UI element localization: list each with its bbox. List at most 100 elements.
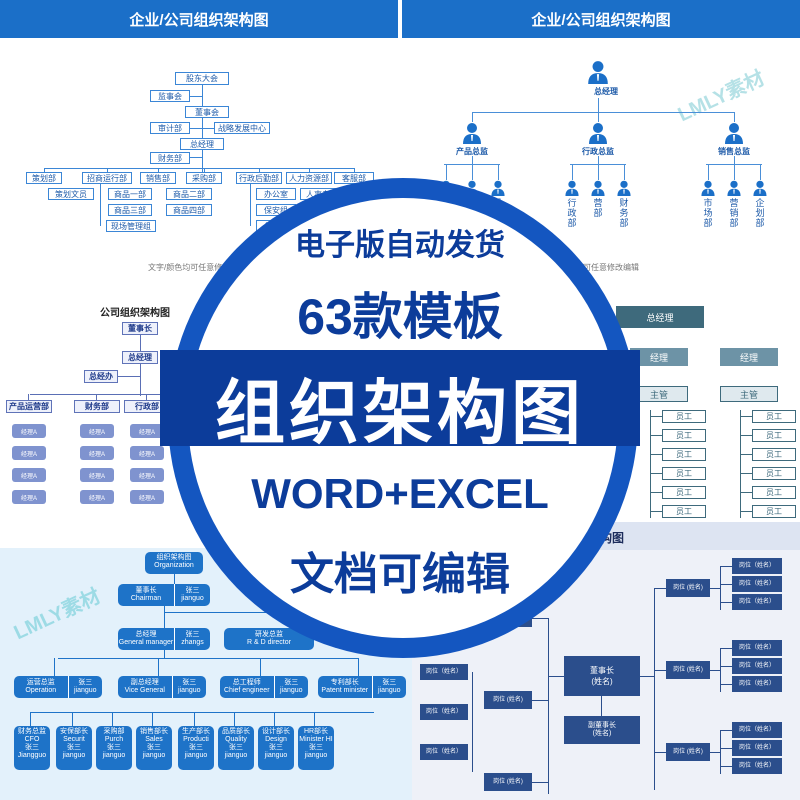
- node-level3-person: 张三 jianguo: [273, 676, 308, 698]
- connector-line: [720, 602, 732, 603]
- connector-line: [54, 658, 55, 676]
- connector-line: [720, 666, 732, 667]
- node-chairman: 董事会: [185, 106, 229, 118]
- connector-line: [654, 588, 655, 790]
- connector-line: [760, 164, 761, 180]
- node-staff: 员工: [662, 467, 706, 480]
- connector-line: [194, 712, 195, 726]
- node-staff: 经理A: [12, 468, 46, 482]
- connector-line: [190, 128, 202, 129]
- node-staff: 员工: [752, 429, 796, 442]
- node-staff: 员工: [662, 448, 706, 461]
- connector-line: [146, 394, 147, 402]
- connector-line: [472, 164, 473, 180]
- person-icon: [752, 180, 768, 196]
- connector-line: [158, 658, 159, 676]
- node-staff: 员工: [662, 429, 706, 442]
- bracket-tick: [740, 416, 752, 417]
- node-manager: 经理: [720, 348, 778, 366]
- node-staff: 经理A: [12, 446, 46, 460]
- bracket-tick: [650, 416, 662, 417]
- director-title: 产品总监: [456, 147, 488, 156]
- overlay-banner-bar: [160, 350, 640, 446]
- director-title: 销售总监: [718, 147, 750, 156]
- node-post: 岗位（姓名）: [732, 658, 782, 674]
- node-staff: 经理A: [130, 424, 164, 438]
- person-icon: [587, 122, 609, 144]
- node-level4: 采购部 Purch 张三 jianguo: [96, 726, 132, 770]
- bracket-tick: [650, 435, 662, 436]
- node-dept: 人力资源部: [286, 172, 332, 184]
- panel-top-right-watermark: LMLY素材: [674, 67, 768, 127]
- node-chairman-role: 董事长 Chairman: [130, 587, 162, 602]
- overlay-banner-text: 组织架构图: [215, 374, 585, 452]
- node-staff: 经理A: [80, 468, 114, 482]
- staff-label: 营部: [593, 198, 603, 218]
- node-level4: 品质部长 Quality 张三 jianguo: [218, 726, 254, 770]
- node-post: 岗位 (姓名): [484, 773, 532, 791]
- connector-line: [532, 782, 548, 783]
- connector-line: [158, 168, 159, 172]
- connector-line: [640, 676, 654, 677]
- connector-line: [190, 96, 202, 97]
- node-office: 总经办: [84, 370, 118, 383]
- node-chairman: 董事长 (姓名): [564, 656, 640, 696]
- node-post: 岗位（姓名）: [732, 758, 782, 774]
- node-post: 岗位（姓名）: [732, 676, 782, 692]
- node-level3-role: 副总经理 Vice General: [124, 679, 165, 694]
- connector-line: [472, 112, 734, 113]
- node-dept: 策划部: [26, 172, 62, 184]
- node-staff: 员工: [662, 505, 706, 518]
- staff-label: 财务部: [619, 198, 629, 228]
- connector-line: [710, 588, 720, 589]
- panel-top-left-title: 企业/公司组织架构图: [0, 0, 398, 38]
- node-post: 岗位（姓名）: [732, 640, 782, 656]
- connector-line: [734, 164, 735, 180]
- node-staff: 员工: [752, 410, 796, 423]
- node-dept: 采购部: [186, 172, 222, 184]
- node-chairman: 董事长 Chairman 张三 jianguo: [118, 584, 210, 606]
- node-post: 岗位（姓名）: [420, 744, 468, 760]
- connector-line: [314, 712, 315, 726]
- connector-line: [358, 658, 359, 676]
- connector-line: [204, 168, 205, 172]
- bracket-tick: [650, 473, 662, 474]
- node-gm: 总经理: [180, 138, 224, 150]
- node-staff: 员工: [752, 448, 796, 461]
- staff-label: 营销部: [729, 198, 739, 228]
- node-chairman-person: 张三 jianguo: [174, 584, 210, 606]
- node-post: 岗位（姓名）: [732, 594, 782, 610]
- connector-line: [274, 712, 275, 726]
- node-sub2: 办公室: [256, 188, 296, 200]
- connector-line: [720, 648, 721, 692]
- staff-label: 企划部: [755, 198, 765, 228]
- node-staff: 经理A: [130, 446, 164, 460]
- person-icon: [461, 122, 483, 144]
- connector-line: [472, 672, 473, 772]
- node-post: 岗位（姓名）: [732, 740, 782, 756]
- node-dept: 行政后勤部: [236, 172, 282, 184]
- node-shareholders: 股东大会: [175, 72, 229, 85]
- overlay-line-word-excel: WORD+EXCEL: [251, 470, 549, 517]
- connector-line: [164, 612, 314, 613]
- connector-line: [202, 128, 216, 129]
- connector-line: [654, 588, 666, 589]
- node-gm-role: 总经理 General manager: [118, 631, 174, 646]
- overlay-line-editable: 文档可编辑: [290, 550, 510, 599]
- connector-line: [446, 164, 447, 180]
- node-rd-role: 研发总监 R & D director: [247, 631, 291, 646]
- person-icon: [616, 180, 632, 196]
- bracket-tick: [740, 435, 752, 436]
- bracket-tick: [740, 454, 752, 455]
- node-level3-person: 张三 jianguo: [67, 676, 102, 698]
- connector-line: [720, 648, 732, 649]
- node-staff: 经理A: [80, 424, 114, 438]
- panel-top-left-caption: 文字/颜色均可任意修: [148, 263, 223, 272]
- connector-line: [44, 168, 45, 172]
- top-title: 总经理: [594, 87, 618, 96]
- node-staff: 经理A: [130, 490, 164, 504]
